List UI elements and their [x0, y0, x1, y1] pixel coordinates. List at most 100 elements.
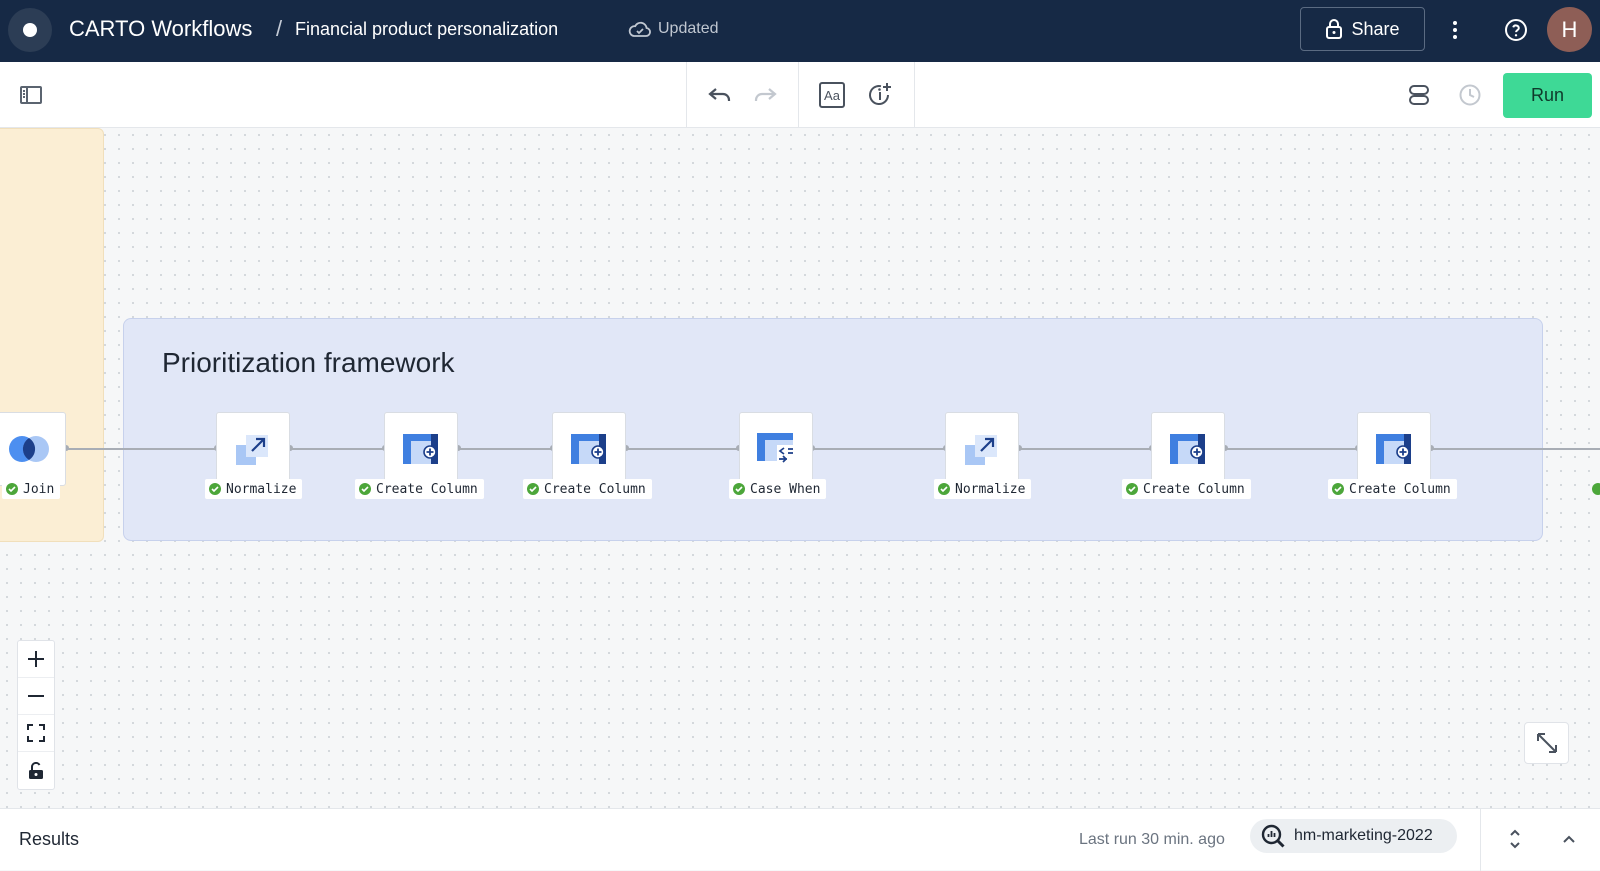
- workflow-toolbar: Aa Run: [0, 62, 1600, 128]
- node-label[interactable]: Normalize: [205, 479, 303, 499]
- app-name[interactable]: CARTO Workflows: [69, 16, 253, 41]
- output-port[interactable]: [1016, 445, 1022, 451]
- node-label[interactable]: Create Column: [523, 479, 652, 499]
- lock-canvas-button[interactable]: [18, 752, 54, 789]
- success-check-icon: [733, 483, 745, 495]
- normalize-icon: [965, 435, 997, 465]
- fit-view-button[interactable]: [18, 715, 54, 752]
- sidebar-panel-icon: [20, 86, 42, 104]
- node-label[interactable]: Create Column: [1122, 479, 1251, 499]
- fit-view-icon: [27, 724, 45, 742]
- results-title[interactable]: Results: [19, 829, 80, 849]
- toolbar-divider: [798, 62, 799, 128]
- success-check-icon: [359, 483, 371, 495]
- node-label[interactable]: Case When: [729, 479, 827, 499]
- create-column-icon: [1376, 434, 1411, 464]
- workflow-canvas[interactable]: Prioritization framework Join Normalize: [0, 128, 1600, 808]
- node-label-text: Normalize: [226, 481, 297, 497]
- node-label[interactable]: Normalize: [934, 479, 1032, 499]
- node-label-text: Normalize: [955, 481, 1026, 497]
- top-bar: CARTO Workflows / Financial product pers…: [0, 0, 1600, 62]
- kebab-menu-icon: [1453, 21, 1457, 39]
- node-case-when[interactable]: [739, 412, 813, 486]
- edge[interactable]: [290, 448, 385, 450]
- schedule-button[interactable]: [1454, 80, 1486, 110]
- text-box-icon: Aa: [819, 82, 845, 108]
- output-port[interactable]: [623, 445, 629, 451]
- connection-chip[interactable]: hm-marketing-2022: [1250, 819, 1457, 853]
- save-status-label: Updated: [658, 20, 719, 37]
- add-text-note-button[interactable]: Aa: [816, 79, 848, 111]
- workflow-title[interactable]: Financial product personalization: [295, 19, 559, 39]
- group-prioritization-framework[interactable]: Prioritization framework: [123, 318, 1543, 541]
- node-create-column[interactable]: [1151, 412, 1225, 486]
- results-panel: Results Last run 30 min. ago hm-marketin…: [0, 808, 1600, 871]
- undo-button[interactable]: [704, 80, 736, 110]
- bigquery-icon: [1261, 824, 1285, 848]
- toolbar-divider: [686, 62, 687, 128]
- node-label-text: Create Column: [1349, 481, 1451, 497]
- edge[interactable]: [67, 448, 217, 450]
- output-port[interactable]: [287, 445, 293, 451]
- output-port[interactable]: [63, 445, 69, 451]
- create-column-icon: [1170, 434, 1205, 464]
- chevron-up-icon: [1563, 835, 1575, 843]
- data-sources-button[interactable]: [1403, 80, 1435, 110]
- output-port[interactable]: [455, 445, 461, 451]
- node-normalize[interactable]: [216, 412, 290, 486]
- lock-icon: [1326, 19, 1343, 39]
- zoom-in-button[interactable]: [18, 641, 54, 678]
- edge[interactable]: [626, 448, 739, 450]
- expand-results-button[interactable]: [1557, 827, 1581, 851]
- breadcrumb-separator: /: [276, 16, 283, 41]
- toolbar-divider: [914, 62, 915, 128]
- chevron-up-down-icon: [1510, 829, 1520, 849]
- help-icon: [1505, 19, 1527, 41]
- node-join[interactable]: [0, 412, 66, 486]
- save-status: Updated: [628, 20, 719, 38]
- node-label-text: Join: [23, 481, 55, 497]
- output-port[interactable]: [1428, 445, 1434, 451]
- clock-icon: [1459, 84, 1481, 106]
- run-button[interactable]: Run: [1503, 73, 1592, 118]
- lock-open-icon: [29, 761, 43, 779]
- edge[interactable]: [1430, 448, 1600, 450]
- toggle-sidebar-button[interactable]: [16, 80, 46, 110]
- resize-panel-button[interactable]: [1503, 827, 1527, 851]
- node-create-column[interactable]: [552, 412, 626, 486]
- node-label[interactable]: Create Column: [355, 479, 484, 499]
- edge[interactable]: [1224, 448, 1358, 450]
- carto-logo[interactable]: [8, 8, 52, 52]
- share-button[interactable]: Share: [1300, 7, 1425, 51]
- node-normalize[interactable]: [945, 412, 1019, 486]
- redo-button[interactable]: [749, 80, 781, 110]
- node-label[interactable]: Create Column: [1328, 479, 1457, 499]
- diagonal-expand-icon: [1536, 733, 1557, 753]
- case-when-icon: [757, 433, 795, 465]
- zoom-out-button[interactable]: [18, 678, 54, 715]
- edge[interactable]: [1018, 448, 1152, 450]
- plus-icon: [28, 651, 44, 667]
- output-port[interactable]: [1222, 445, 1228, 451]
- success-check-icon: [938, 483, 950, 495]
- add-annotation-button[interactable]: [864, 79, 896, 111]
- user-avatar[interactable]: H: [1547, 7, 1592, 52]
- node-create-column[interactable]: [1357, 412, 1431, 486]
- success-check-icon: [6, 483, 18, 495]
- more-options-button[interactable]: [1447, 14, 1463, 46]
- node-label-text: Create Column: [544, 481, 646, 497]
- help-button[interactable]: [1500, 14, 1532, 46]
- success-check-icon: [1332, 483, 1344, 495]
- logo-dot: [23, 23, 37, 37]
- success-check-icon: [1126, 483, 1138, 495]
- node-create-column[interactable]: [384, 412, 458, 486]
- expand-canvas-button[interactable]: [1524, 722, 1569, 764]
- group-title[interactable]: Prioritization framework: [162, 347, 455, 378]
- node-label-text: Case When: [750, 481, 821, 497]
- share-button-label: Share: [1351, 18, 1400, 39]
- edge[interactable]: [812, 448, 946, 450]
- edge[interactable]: [458, 448, 553, 450]
- create-column-icon: [403, 434, 438, 464]
- success-check-icon: [1592, 483, 1600, 495]
- node-label[interactable]: Join: [2, 479, 61, 499]
